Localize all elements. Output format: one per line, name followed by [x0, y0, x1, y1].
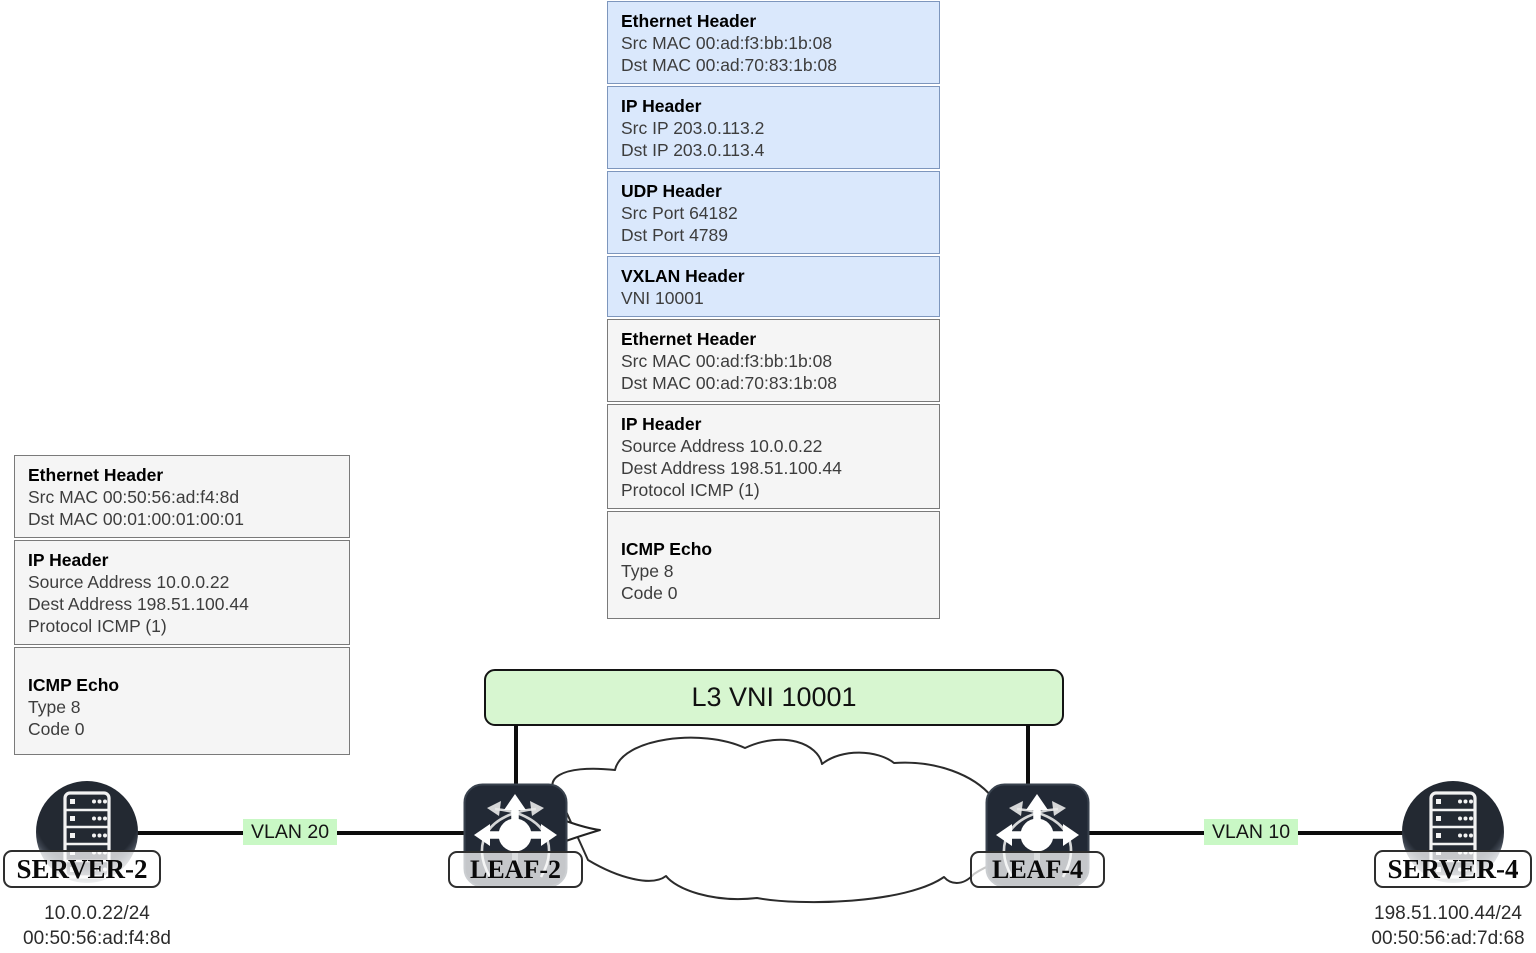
packet-field-line: Source Address 10.0.0.22 — [28, 572, 230, 592]
server2-mac: 00:50:56:ad:f4:8d — [23, 928, 171, 949]
packet-section-title: IP Header — [621, 96, 702, 116]
packet-section-title: ICMP Echo — [28, 675, 120, 695]
packet-field-line: Protocol ICMP (1) — [28, 616, 167, 636]
server2-label: SERVER-2 — [3, 850, 161, 888]
l3-vni-label: L3 VNI 10001 — [691, 682, 857, 712]
encapsulated-packet-stack: Ethernet Header Src MAC 00:ad:f3:bb:1b:0… — [607, 1, 940, 619]
packet-section-title: IP Header — [621, 414, 702, 434]
packet-section-title: IP Header — [28, 550, 109, 570]
packet-field-line: Src MAC 00:50:56:ad:f4:8d — [28, 487, 240, 507]
packet-section-title: UDP Header — [621, 181, 722, 201]
packet-field-line: Protocol ICMP (1) — [621, 480, 760, 500]
vni-link-line-right — [1026, 725, 1030, 787]
vni-link-line-left — [514, 725, 518, 787]
packet-field-line: Type 8 — [28, 697, 81, 717]
packet-section: Ethernet Header Src MAC 00:ad:f3:bb:1b:0… — [607, 319, 940, 402]
packet-section-title: VXLAN Header — [621, 266, 745, 286]
packet-field-line: Dst MAC 00:ad:70:83:1b:08 — [621, 373, 837, 393]
packet-section: Ethernet Header Src MAC 00:ad:f3:bb:1b:0… — [607, 1, 940, 84]
packet-field-line: Dst MAC 00:01:00:01:00:01 — [28, 509, 244, 529]
leaf4-label: LEAF-4 — [970, 851, 1105, 888]
packet-section-title: Ethernet Header — [621, 11, 757, 31]
packet-field-line: Dst Port 4789 — [621, 225, 728, 245]
vlan-10-badge: VLAN 10 — [1204, 819, 1299, 845]
server4-mac: 00:50:56:ad:7d:68 — [1371, 928, 1525, 949]
packet-section: Ethernet Header Src MAC 00:50:56:ad:f4:8… — [14, 455, 350, 538]
packet-field-line: Code 0 — [621, 583, 678, 603]
packet-field-line: Dst IP 203.0.113.4 — [621, 140, 765, 160]
server2-ip: 10.0.0.22/24 — [44, 903, 150, 924]
leaf2-label: LEAF-2 — [448, 851, 583, 888]
packet-field-line: Src Port 64182 — [621, 203, 738, 223]
packet-field-line: Type 8 — [621, 561, 674, 581]
packet-field-line: Dst MAC 00:ad:70:83:1b:08 — [621, 55, 837, 75]
cloud-outline — [551, 736, 1023, 904]
server4-label: SERVER-4 — [1374, 850, 1532, 888]
server4-ip: 198.51.100.44/24 — [1374, 903, 1522, 924]
packet-field-line: Dest Address 198.51.100.44 — [28, 594, 249, 614]
cloud-left-cusp — [565, 820, 601, 842]
packet-section-title: ICMP Echo — [621, 539, 713, 559]
packet-field-line: VNI 10001 — [621, 288, 704, 308]
packet-section-title: Ethernet Header — [28, 465, 164, 485]
packet-field-line: Source Address 10.0.0.22 — [621, 436, 823, 456]
packet-section-title: Ethernet Header — [621, 329, 757, 349]
packet-field-line: Src IP 203.0.113.2 — [621, 118, 765, 138]
packet-section-fields: VNI 10001 — [621, 287, 926, 309]
packet-field-line: Src MAC 00:ad:f3:bb:1b:08 — [621, 351, 833, 371]
packet-field-line: Src MAC 00:ad:f3:bb:1b:08 — [621, 33, 833, 53]
packet-section: VXLAN Header VNI 10001 — [607, 256, 940, 317]
vlan-20-badge: VLAN 20 — [243, 819, 338, 845]
packet-field-line: Dest Address 198.51.100.44 — [621, 458, 842, 478]
packet-field-line: Code 0 — [28, 719, 85, 739]
l3-vni-box: L3 VNI 10001 — [484, 669, 1064, 726]
original-packet-stack: Ethernet Header Src MAC 00:50:56:ad:f4:8… — [14, 455, 350, 755]
